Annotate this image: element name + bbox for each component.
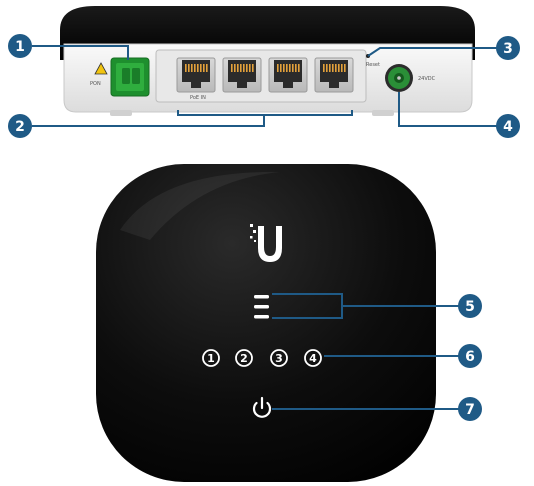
lan-port-3 (268, 57, 308, 93)
foot-left (110, 110, 132, 116)
callout-line-4 (398, 92, 504, 127)
reset-label: Reset (366, 62, 380, 68)
callout-2: 2 (8, 114, 32, 138)
svg-text:1: 1 (15, 39, 25, 55)
callout-line-3 (367, 47, 504, 57)
callout-badges: 1 2 3 4 5 6 7 (8, 34, 520, 421)
front-sheen (120, 171, 280, 240)
port-led-3: 3 (270, 349, 288, 367)
port-led-2: 2 (235, 349, 253, 367)
port-led-1: 1 (202, 349, 220, 367)
svg-text:2: 2 (15, 119, 25, 135)
lan-port-4 (314, 57, 354, 93)
pon-label: PON (90, 81, 101, 87)
foot-right (372, 110, 394, 116)
port-leds: 1 2 3 4 (202, 349, 322, 367)
callout-line-2-bracket (177, 110, 353, 116)
callout-line-2-stem (32, 115, 265, 127)
pon-status-leds (254, 295, 269, 319)
svg-text:6: 6 (465, 349, 475, 365)
callout-lines (32, 45, 504, 410)
svg-text:4: 4 (503, 119, 513, 135)
lan-ports (176, 57, 354, 93)
callout-6: 6 (458, 344, 482, 368)
svg-text:5: 5 (465, 299, 475, 315)
svg-text:3: 3 (503, 41, 513, 57)
lan-port-1 (176, 57, 216, 93)
svg-text:3: 3 (275, 352, 283, 365)
svg-text:7: 7 (465, 402, 475, 418)
callout-5: 5 (458, 294, 482, 318)
port-led-4: 4 (304, 349, 322, 367)
svg-text:4: 4 (309, 352, 317, 365)
callout-1: 1 (8, 34, 32, 58)
callout-7: 7 (458, 397, 482, 421)
power-icon (252, 396, 272, 418)
pon-port: PON (90, 57, 150, 97)
callout-3: 3 (496, 36, 520, 60)
callout-line-1 (32, 45, 129, 60)
svg-text:1: 1 (207, 352, 215, 365)
power-jack (385, 64, 413, 92)
front-view: 1 2 3 4 (96, 164, 436, 482)
laser-warning-icon (94, 62, 108, 75)
front-shell (96, 164, 436, 482)
power-label: 24VDC (418, 76, 436, 82)
ubiquiti-u-logo-icon (250, 224, 282, 262)
callout-4: 4 (496, 114, 520, 138)
lan-port-2 (222, 57, 262, 93)
rear-view: PON PoE IN Reset 24VDC (60, 6, 475, 116)
svg-text:2: 2 (240, 352, 248, 365)
lan-label: PoE IN (190, 95, 206, 101)
